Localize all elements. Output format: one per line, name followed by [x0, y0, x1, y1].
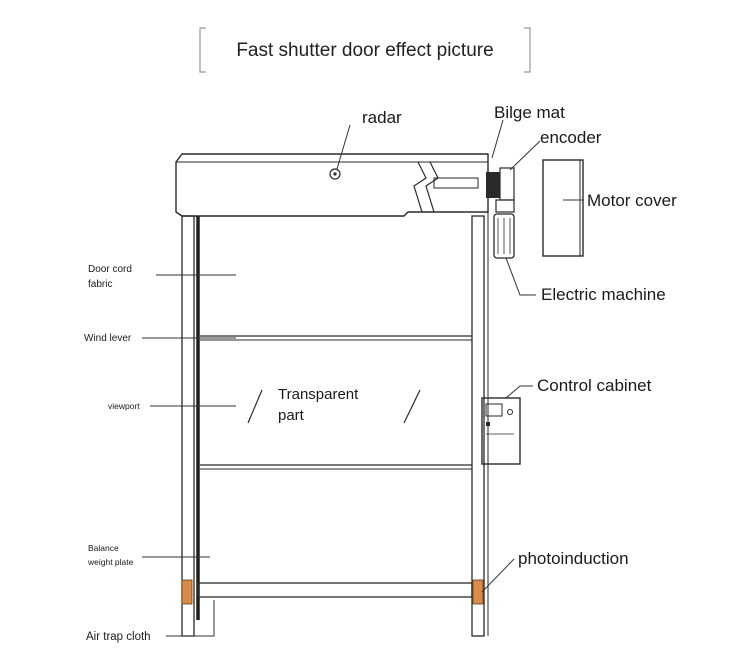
- encoder-body: [499, 167, 515, 201]
- roller-housing: [175, 153, 489, 217]
- label-encoder: encoder: [540, 128, 602, 147]
- housing-break-2: [425, 161, 439, 213]
- gearbox: [495, 199, 515, 213]
- housing-outline: [175, 153, 489, 217]
- roller-shaft: [433, 177, 479, 189]
- glare-mark-right: [403, 389, 421, 424]
- control-cabinet: [481, 397, 521, 465]
- label-transparent-part-2: part: [278, 407, 305, 424]
- leader-control-cabinet: [505, 385, 533, 399]
- label-bilge-mat: Bilge mat: [494, 103, 565, 122]
- door-frame: [181, 212, 489, 637]
- glare-mark-left: [247, 389, 263, 424]
- label-wind-lever: Wind lever: [84, 333, 132, 344]
- label-control-cabinet: Control cabinet: [537, 376, 652, 395]
- electric-machine-body: [493, 213, 515, 259]
- label-door-cord-fabric-1: Door cord: [88, 264, 132, 275]
- leader-air-trap-cloth: [166, 600, 215, 637]
- label-door-cord-fabric-2: fabric: [88, 279, 112, 290]
- leader-bilge-mat: [491, 119, 504, 159]
- control-button-icon: [507, 409, 513, 415]
- label-electric-machine: Electric machine: [541, 285, 666, 304]
- title-bracket-right: [524, 27, 531, 73]
- radar-center-icon: [333, 172, 337, 176]
- label-transparent-part-1: Transparent: [278, 386, 359, 403]
- label-radar: radar: [362, 108, 402, 127]
- leader-lines: [142, 119, 584, 637]
- title-bracket-left: [199, 27, 206, 73]
- control-indicator-icon: [486, 422, 490, 426]
- leader-photoinduction: [481, 558, 515, 593]
- control-cabinet-panel: [485, 403, 503, 417]
- leader-encoder: [509, 140, 541, 171]
- motor-cover: [542, 159, 584, 257]
- label-balance-weight-plate-1: Balance: [88, 543, 119, 553]
- left-post: [181, 215, 195, 637]
- leader-electric-machine: [505, 257, 536, 296]
- right-post: [471, 215, 485, 637]
- diagram-title: Fast shutter door effect picture: [236, 40, 493, 61]
- housing-break: [413, 161, 427, 213]
- motor-cover-box: [542, 159, 584, 257]
- label-viewport: viewport: [108, 401, 140, 411]
- motor-assembly: [486, 167, 515, 259]
- label-air-trap-cloth: Air trap cloth: [86, 631, 151, 643]
- label-motor-cover: Motor cover: [587, 191, 677, 210]
- photo-sensor-right: [472, 579, 484, 605]
- photo-sensor-left: [181, 579, 193, 605]
- radar-icon: [329, 168, 341, 180]
- label-balance-weight-plate-2: weight plate: [87, 557, 134, 567]
- balance-weight-plate: [197, 582, 473, 598]
- title-box: Fast shutter door effect picture: [199, 27, 531, 73]
- labels: radar Bilge mat encoder Motor cover Elec…: [84, 103, 677, 643]
- control-cabinet-box: [481, 397, 521, 465]
- leader-radar: [336, 124, 351, 170]
- label-photoinduction: photoinduction: [518, 549, 629, 568]
- bilge-mat-block: [486, 172, 500, 198]
